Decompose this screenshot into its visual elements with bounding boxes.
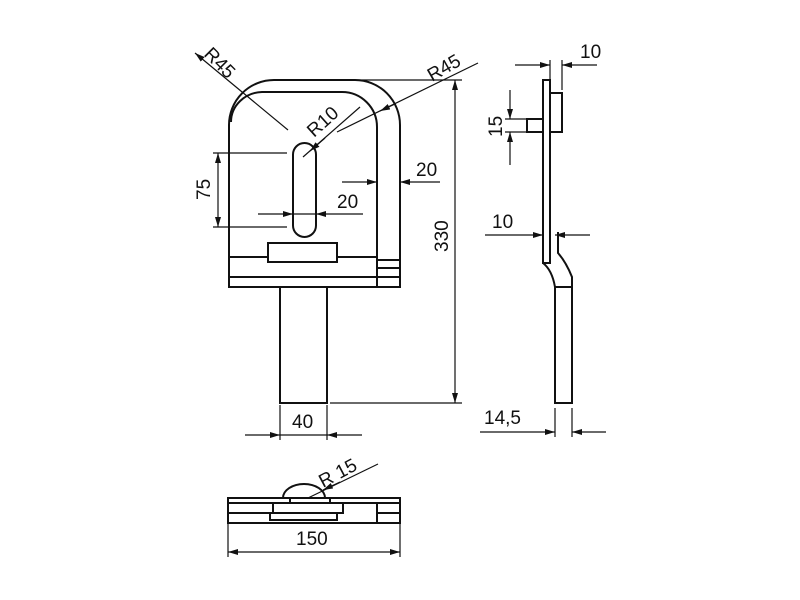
dim-20-slot: 20 — [337, 192, 358, 213]
dim-75: 75 — [194, 179, 215, 200]
dim-40: 40 — [292, 412, 313, 433]
dim-r15: R 15 — [315, 455, 360, 492]
dim-14-5: 14,5 — [484, 408, 521, 429]
stud — [526, 118, 544, 133]
dim-10-top: 10 — [580, 42, 601, 63]
side-plate — [549, 92, 563, 133]
bottom-view: R 15 150 — [227, 455, 401, 557]
slot — [292, 142, 317, 238]
weld-block — [267, 242, 338, 263]
front-view: R45 R45 R10 75 20 20 330 40 — [194, 44, 479, 440]
dim-r45-right: R45 — [424, 51, 465, 87]
dim-r10: R10 — [303, 103, 343, 142]
dim-330: 330 — [432, 220, 453, 252]
inner-flange-outline — [230, 91, 378, 287]
side-view: 10 15 10 14,5 — [480, 42, 606, 437]
dim-15: 15 — [486, 116, 507, 137]
dome — [282, 483, 326, 499]
dim-r45-left: R45 — [199, 44, 238, 83]
stem — [279, 287, 328, 404]
dim-20-rim: 20 — [416, 160, 437, 181]
dim-150: 150 — [296, 529, 328, 550]
dim-10-mid: 10 — [492, 212, 513, 233]
